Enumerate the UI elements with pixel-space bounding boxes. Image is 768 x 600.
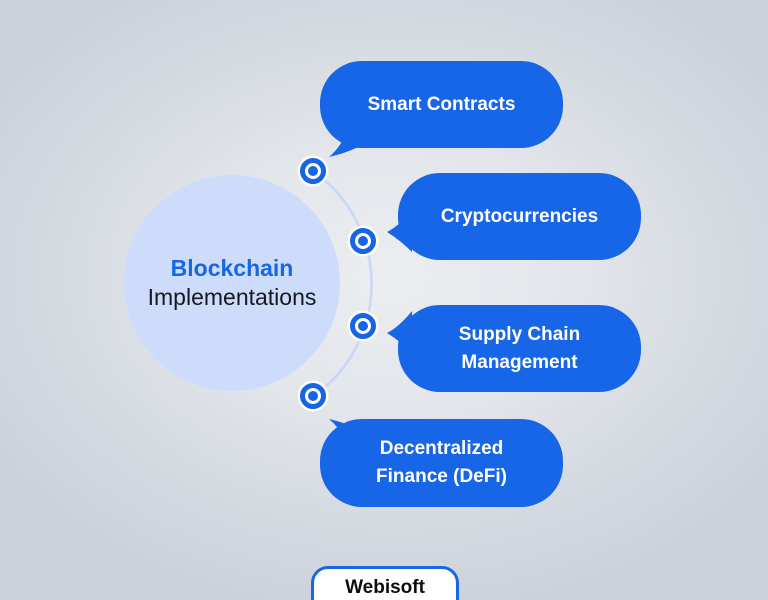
bubble-label: Decentralized Finance (DeFi) <box>376 438 507 487</box>
node-bullet-icon <box>300 158 326 184</box>
connector-arc <box>312 169 373 398</box>
bubble-label: Supply Chain Management <box>458 323 581 373</box>
central-topic-title: Blockchain <box>170 255 294 281</box>
bubble-cryptocurrencies: Cryptocurrencies <box>398 173 641 260</box>
node-bullet-icon <box>300 383 326 409</box>
bubble-label: Cryptocurrencies <box>440 205 599 227</box>
bubble-decentralized-finance: Decentralized Finance (DeFi) <box>320 419 563 507</box>
webisoft-brand-badge: Webisoft <box>311 566 459 600</box>
node-bullet-icon <box>350 313 376 339</box>
bubble-supply-chain-management: Supply Chain Management <box>398 305 641 392</box>
bubble-label: Smart Contracts <box>367 93 516 115</box>
webisoft-brand-label: Webisoft <box>345 577 425 598</box>
node-bullet-icon <box>350 228 376 254</box>
bubble-smart-contracts: Smart Contracts <box>320 61 563 148</box>
central-topic-circle: Blockchain Implementations <box>124 175 340 391</box>
central-topic-subtitle: Implementations <box>147 284 317 310</box>
